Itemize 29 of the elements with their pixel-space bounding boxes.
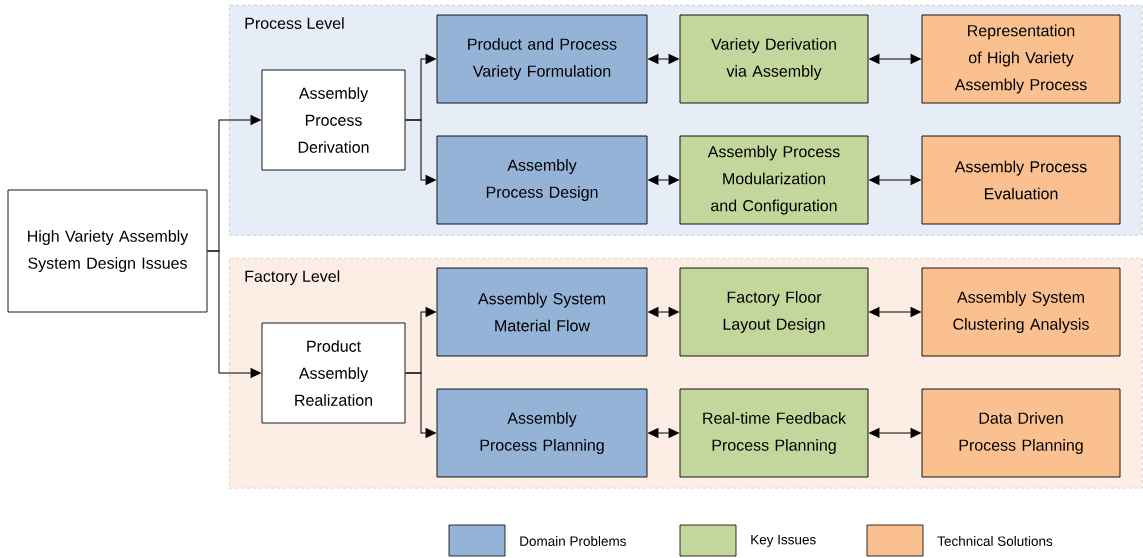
process-box: Assembly Process Derivation	[261, 69, 406, 171]
process-box: Factory Floor Layout Design	[679, 267, 869, 357]
process-box: Assembly System Material Flow	[436, 267, 648, 357]
legend-label: Key Issues	[751, 534, 816, 548]
arrow	[869, 54, 921, 64]
process-box: Product and Process Variety Formulation	[436, 14, 648, 104]
process-box: Assembly Process Design	[436, 135, 648, 225]
arrow	[648, 307, 679, 317]
arrow	[404, 119, 436, 185]
arrow	[404, 372, 436, 438]
legend-label: Domain Problems	[520, 536, 626, 546]
process-box: Representation of High Variety Assembly Process	[921, 14, 1121, 104]
process-box: Assembly Process Evaluation	[921, 135, 1121, 225]
process-box: Data Driven Process Planning	[921, 388, 1121, 478]
process-box: Assembly System Clustering Analysis	[921, 267, 1121, 357]
arrow	[869, 428, 921, 438]
arrow	[869, 175, 921, 185]
process-box: Product Assembly Realization	[261, 322, 406, 424]
arrow	[206, 250, 261, 378]
process-box: High Variety Assembly System Design Issues	[7, 189, 208, 313]
arrow	[648, 54, 679, 64]
legend-label: Technical Solutions	[937, 536, 1053, 546]
process-box: Real-time Feedback Process Planning	[679, 388, 869, 478]
arrow	[869, 307, 921, 317]
process-box: Variety Derivation via Assembly	[679, 14, 869, 104]
arrow	[648, 175, 679, 185]
process-box: Assembly Process Planning	[436, 388, 648, 478]
arrow	[648, 428, 679, 438]
process-box: Assembly Process Modularization and Configuration	[679, 135, 869, 225]
